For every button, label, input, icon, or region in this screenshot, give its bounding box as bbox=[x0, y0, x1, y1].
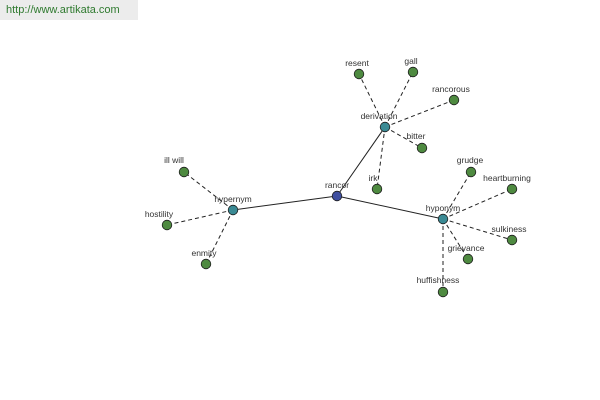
leaf-node-hostility-label[interactable]: hostility bbox=[145, 209, 174, 219]
leaf-node-sulkiness-circle[interactable] bbox=[506, 234, 518, 246]
relation-node-hyponym[interactable]: hyponym bbox=[426, 203, 461, 225]
leaf-node-ill-will-circle[interactable] bbox=[178, 166, 190, 178]
root-node-rancor-circle[interactable] bbox=[331, 190, 343, 202]
edge-hyponym-grievance bbox=[442, 218, 469, 260]
relation-node-hypernym-label[interactable]: hypernym bbox=[214, 194, 251, 204]
edge-hypernym-ill-will bbox=[183, 171, 234, 211]
leaf-node-bitter-label[interactable]: bitter bbox=[407, 131, 426, 141]
leaf-node-huffishness-circle[interactable] bbox=[437, 286, 449, 298]
source-url-text[interactable]: http://www.artikata.com bbox=[6, 4, 120, 16]
leaf-node-heartburning[interactable]: heartburning bbox=[483, 173, 531, 195]
edge-rancor-derivation bbox=[336, 126, 386, 197]
leaf-node-heartburning-circle[interactable] bbox=[506, 183, 518, 195]
leaf-node-resent[interactable]: resent bbox=[345, 58, 369, 80]
edge-derivation-irk bbox=[376, 126, 386, 190]
edge-hyponym-sulkiness bbox=[442, 218, 513, 241]
graph-edges bbox=[166, 71, 513, 292]
relation-node-derivation-label[interactable]: derivation bbox=[361, 111, 398, 121]
leaf-node-sulkiness-label[interactable]: sulkiness bbox=[492, 224, 527, 234]
leaf-node-irk-label[interactable]: irk bbox=[369, 173, 379, 183]
leaf-node-enmity-circle[interactable] bbox=[200, 258, 212, 270]
edge-hyponym-grudge bbox=[442, 171, 472, 220]
leaf-node-resent-circle[interactable] bbox=[353, 68, 365, 80]
leaf-node-enmity-label[interactable]: enmity bbox=[191, 248, 217, 258]
leaf-node-grievance-label[interactable]: grievance bbox=[448, 243, 485, 253]
leaf-node-gall-circle[interactable] bbox=[407, 66, 419, 78]
source-url-banner[interactable]: http://www.artikata.com bbox=[0, 0, 138, 20]
relation-node-hypernym-circle[interactable] bbox=[227, 204, 239, 216]
leaf-node-bitter[interactable]: bitter bbox=[407, 131, 428, 154]
leaf-node-irk[interactable]: irk bbox=[369, 173, 383, 195]
graph-nodes: resent gall rancorous bitter irk ill will host… bbox=[145, 56, 531, 298]
leaf-node-rancorous-circle[interactable] bbox=[448, 94, 460, 106]
leaf-node-bitter-circle[interactable] bbox=[416, 142, 428, 154]
leaf-node-sulkiness[interactable]: sulkiness bbox=[492, 224, 527, 246]
leaf-node-grudge-label[interactable]: grudge bbox=[457, 155, 484, 165]
root-node-rancor[interactable]: rancor bbox=[325, 180, 349, 202]
leaf-node-ill-will[interactable]: ill will bbox=[164, 155, 190, 178]
edge-rancor-hypernym bbox=[232, 195, 338, 211]
leaf-node-irk-circle[interactable] bbox=[371, 183, 383, 195]
leaf-node-ill-will-label[interactable]: ill will bbox=[164, 155, 184, 165]
edge-derivation-gall bbox=[384, 71, 414, 128]
relation-node-hyponym-label[interactable]: hyponym bbox=[426, 203, 461, 213]
leaf-node-grievance[interactable]: grievance bbox=[448, 243, 485, 265]
relation-node-hyponym-circle[interactable] bbox=[437, 213, 449, 225]
leaf-node-hostility[interactable]: hostility bbox=[145, 209, 174, 231]
edge-hypernym-hostility bbox=[166, 209, 234, 226]
leaf-node-rancorous[interactable]: rancorous bbox=[432, 84, 470, 106]
leaf-node-grievance-circle[interactable] bbox=[462, 253, 474, 265]
edge-derivation-rancorous bbox=[384, 99, 455, 128]
root-node-rancor-label[interactable]: rancor bbox=[325, 180, 349, 190]
relation-node-derivation[interactable]: derivation bbox=[361, 111, 398, 133]
leaf-node-heartburning-label[interactable]: heartburning bbox=[483, 173, 531, 183]
edge-hypernym-enmity bbox=[205, 209, 234, 265]
edge-rancor-hyponym bbox=[336, 195, 444, 220]
edge-derivation-resent bbox=[358, 73, 386, 128]
edge-derivation-bitter bbox=[384, 126, 423, 149]
leaf-node-gall-label[interactable]: gall bbox=[404, 56, 417, 66]
leaf-node-resent-label[interactable]: resent bbox=[345, 58, 369, 68]
leaf-node-grudge[interactable]: grudge bbox=[457, 155, 484, 178]
leaf-node-hostility-circle[interactable] bbox=[161, 219, 173, 231]
leaf-node-huffishness-label[interactable]: huffishness bbox=[417, 275, 460, 285]
leaf-node-enmity[interactable]: enmity bbox=[191, 248, 217, 270]
leaf-node-grudge-circle[interactable] bbox=[465, 166, 477, 178]
edge-hyponym-heartburning bbox=[442, 188, 513, 220]
leaf-node-gall[interactable]: gall bbox=[404, 56, 419, 78]
relation-node-hypernym[interactable]: hypernym bbox=[214, 194, 252, 216]
leaf-node-huffishness[interactable]: huffishness bbox=[417, 275, 460, 298]
leaf-node-rancorous-label[interactable]: rancorous bbox=[432, 84, 470, 94]
relation-node-derivation-circle[interactable] bbox=[379, 121, 391, 133]
